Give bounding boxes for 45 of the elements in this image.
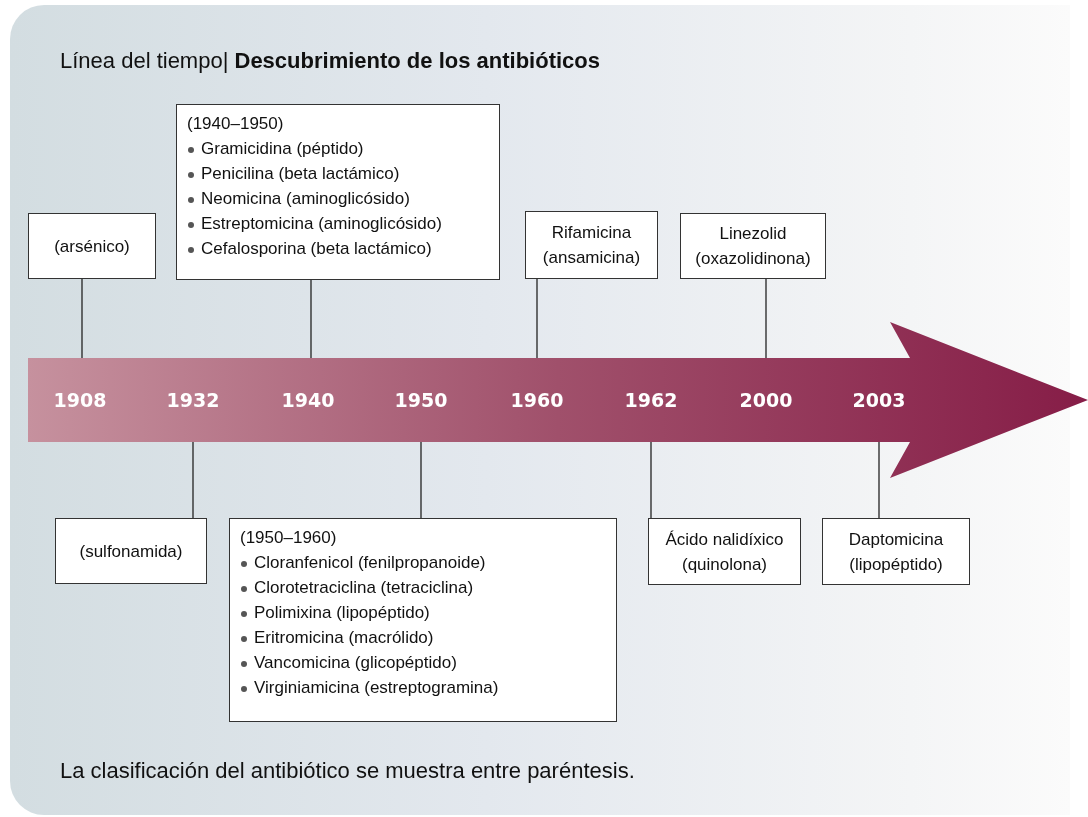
period-heading: (1950–1960) — [240, 527, 338, 549]
leader-line — [81, 278, 83, 359]
leader-line — [420, 441, 422, 519]
leader-line — [650, 441, 652, 519]
drug-box — [648, 518, 801, 585]
drug-list-item: Polimixina (lipopéptido) — [240, 600, 606, 625]
year-label: 1960 — [510, 389, 564, 411]
drug-list-item: Vancomicina (glicopéptido) — [240, 650, 606, 675]
drug-box — [28, 213, 156, 279]
year-label: 1908 — [53, 389, 107, 411]
drug-box — [55, 518, 207, 584]
drug-list-item: Eritromicina (macrólido) — [240, 625, 606, 650]
leader-line — [878, 441, 880, 519]
drug-label: Rifamicina (ansamicina) — [541, 222, 642, 269]
year-label: 1962 — [624, 389, 678, 411]
drug-list-item: Neomicina (aminoglicósido) — [187, 186, 489, 211]
drug-list-item: Virginiamicina (estreptogramina) — [240, 675, 606, 700]
drug-list-item: Cefalosporina (beta lactámico) — [187, 236, 489, 261]
drug-label: Daptomicina (lipopéptido) — [847, 528, 945, 576]
leader-line — [765, 278, 767, 359]
drug-list-item: Penicilina (beta lactámico) — [187, 161, 489, 186]
year-label: 1950 — [394, 389, 448, 411]
leader-line — [192, 441, 194, 519]
caption: La clasificación del antibiótico se muestra entre paréntesis. — [60, 758, 635, 784]
period-heading: (1940–1950) — [187, 113, 285, 135]
period-box — [229, 518, 617, 722]
year-label: 2003 — [852, 389, 906, 411]
drug-box — [680, 213, 826, 279]
drug-list-item: Cloranfenicol (fenilpropanoide) — [240, 550, 606, 575]
drug-label: Linezolid (oxazolidinona) — [694, 223, 812, 270]
year-label: 1932 — [166, 389, 220, 411]
drug-list-item: Clorotetraciclina (tetraciclina) — [240, 575, 606, 600]
period-box — [176, 104, 500, 280]
drug-box — [525, 211, 658, 279]
drug-label: (arsénico) — [54, 235, 130, 258]
drug-box — [822, 518, 970, 585]
year-label: 1940 — [281, 389, 335, 411]
year-label: 2000 — [739, 389, 793, 411]
leader-line — [310, 279, 312, 359]
drug-list-item: Estreptomicina (aminoglicósido) — [187, 211, 489, 236]
drug-label: Ácido nalidíxico (quinolona) — [664, 528, 785, 576]
drug-list-item: Gramicidina (péptido) — [187, 136, 489, 161]
title: Línea del tiempo| Descubrimiento de los antibióticos — [60, 48, 600, 74]
drug-label: (sulfonamida) — [79, 540, 183, 563]
leader-line — [536, 278, 538, 359]
